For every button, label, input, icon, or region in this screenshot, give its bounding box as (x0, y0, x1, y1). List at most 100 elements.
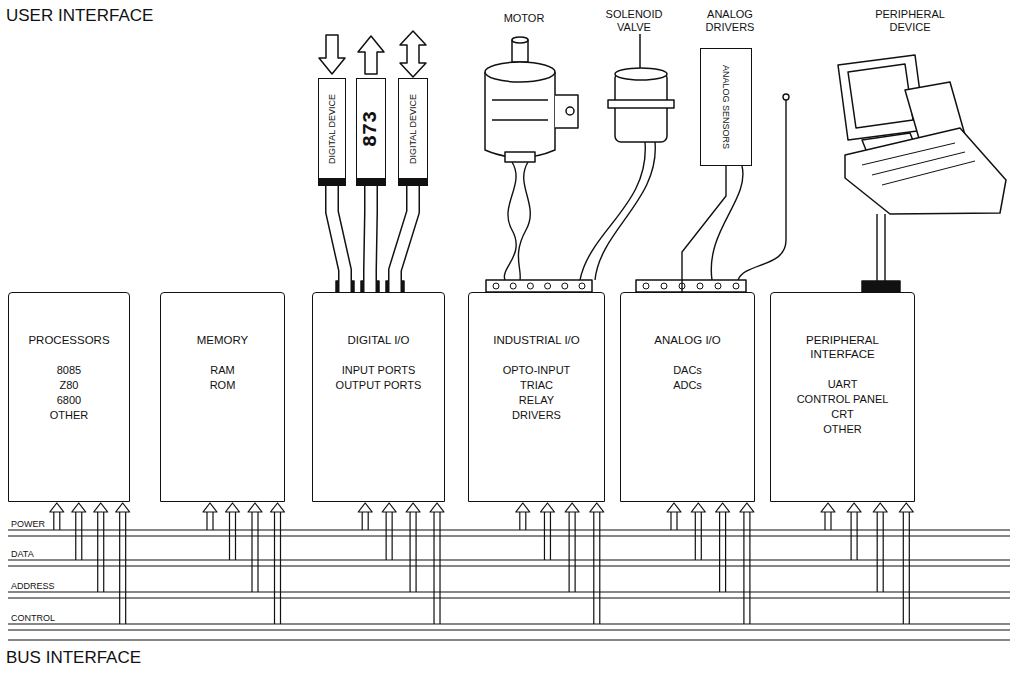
card-item: DACs (627, 363, 748, 378)
sensor-wire (682, 166, 726, 292)
card-item: CRT (777, 407, 908, 422)
bus-stem (54, 511, 60, 530)
bus-arrowhead (430, 503, 444, 512)
terminal-screw (697, 283, 703, 289)
bus-stem (252, 511, 258, 592)
bus-stem (434, 511, 440, 624)
card-item: UART (777, 377, 908, 392)
bus-stem (50, 503, 914, 624)
bus-arrowhead (271, 503, 285, 512)
ribbon-connector (336, 281, 900, 292)
card-title: DIGITAL I/O (319, 333, 438, 347)
card-item: TRIAC (475, 378, 598, 393)
bus-stem (744, 511, 750, 624)
ribbon-outline (395, 186, 413, 292)
solenoid-valve-drawing (595, 142, 655, 280)
bus-arrowhead (565, 503, 579, 512)
terminal-screw (562, 283, 568, 289)
card-title: PERIPHERAL INTERFACE (777, 333, 908, 361)
ribbon-body (395, 186, 413, 292)
device-name: PERIPHERAL DEVICE (860, 8, 960, 34)
peripheral-device-drawing (848, 64, 913, 128)
digital-device-strip: DIGITAL DEVICE (398, 78, 428, 186)
direction-arrow (400, 31, 426, 77)
section-title: BUS INTERFACE (6, 648, 141, 668)
bus-stem (569, 511, 575, 592)
text-holder: ANALOG SENSORS (721, 65, 731, 149)
bus-arrowhead (540, 503, 554, 512)
terminal-strip (493, 283, 739, 289)
peripheral-device-drawing (877, 214, 885, 281)
wire (682, 166, 726, 292)
solenoid-valve-drawing (580, 19, 674, 280)
ribbon-cable (370, 186, 371, 292)
sensor-wire (783, 94, 789, 100)
bus-arrowhead (50, 503, 64, 512)
motor-drawing (485, 62, 555, 82)
bus-arrowhead (226, 503, 240, 512)
ribbon-connector (862, 281, 900, 292)
digital-display-strip: 873 (356, 78, 386, 186)
sensor-label: ANALOG SENSORS (721, 65, 731, 149)
terminal-strip (486, 280, 746, 292)
motor-drawing (505, 152, 535, 162)
bus-arrowhead (847, 503, 861, 512)
bus-arrowhead (740, 503, 754, 512)
bus-stem (825, 511, 831, 530)
bus-arrowhead (116, 503, 130, 512)
bus-stem (544, 511, 550, 560)
motor-drawing (512, 37, 528, 43)
terminal-screw (510, 283, 516, 289)
motor-wire (504, 162, 516, 280)
bus-arrowhead (821, 503, 835, 512)
card-item: ADCs (627, 378, 748, 393)
ribbon-body (370, 186, 371, 292)
ribbon-body (332, 186, 345, 292)
bus-stem (362, 511, 368, 530)
terminal-screw (715, 283, 721, 289)
bus-arrowhead (358, 503, 372, 512)
card-item: Z80 (15, 378, 123, 393)
peripheral-device-drawing (862, 143, 975, 185)
terminal-screw (493, 283, 499, 289)
device-name: ANALOG DRIVERS (690, 8, 770, 34)
card-item: INPUT PORTS (319, 363, 438, 378)
bus-line (8, 530, 1010, 640)
terminal-strip (486, 280, 592, 292)
bus-stem (903, 511, 909, 624)
device-name: SOLENOID VALVE (598, 8, 670, 34)
motor-drawing (492, 100, 548, 120)
card-title: PROCESSORS (15, 333, 123, 347)
bus-arrowhead (590, 503, 604, 512)
card-title: INDUSTRIAL I/O (475, 333, 598, 347)
memory-card: MEMORYRAMROM (160, 292, 285, 502)
terminal-screw (733, 283, 739, 289)
device-label: DIGITAL DEVICE (408, 93, 418, 163)
terminal-screw (545, 283, 551, 289)
card-title: MEMORY (167, 333, 278, 347)
bus-arrowhead (72, 503, 86, 512)
bus-arrowhead (716, 503, 730, 512)
processor-card: PROCESSORS8085Z806800OTHER (8, 292, 130, 502)
card-item: 6800 (15, 393, 123, 408)
bus-stem (207, 511, 213, 530)
card-item: CONTROL PANEL (777, 392, 908, 407)
terminal-strip (636, 280, 746, 292)
section-title: USER INTERFACE (6, 6, 153, 26)
bus-stem (720, 511, 726, 592)
bus-arrowhead (203, 503, 217, 512)
card-item: OTHER (777, 422, 908, 437)
bus-stem (76, 511, 82, 560)
analog-sensor-box: ANALOG SENSORS (700, 48, 752, 166)
display-digits: 873 (360, 110, 382, 146)
bus-arrowhead (691, 503, 705, 512)
peripheral-device-drawing (838, 55, 1006, 281)
digital-device-strip: DIGITAL DEVICE (318, 78, 346, 186)
device-name: MOTOR (494, 12, 554, 25)
ribbon-outline (332, 186, 345, 292)
terminal-screw (643, 283, 649, 289)
bus-stem (98, 511, 104, 592)
analog-io-card: ANALOG I/ODACsADCs (620, 292, 755, 502)
card-item: 8085 (15, 363, 123, 378)
card-item: OUTPUT PORTS (319, 378, 438, 393)
